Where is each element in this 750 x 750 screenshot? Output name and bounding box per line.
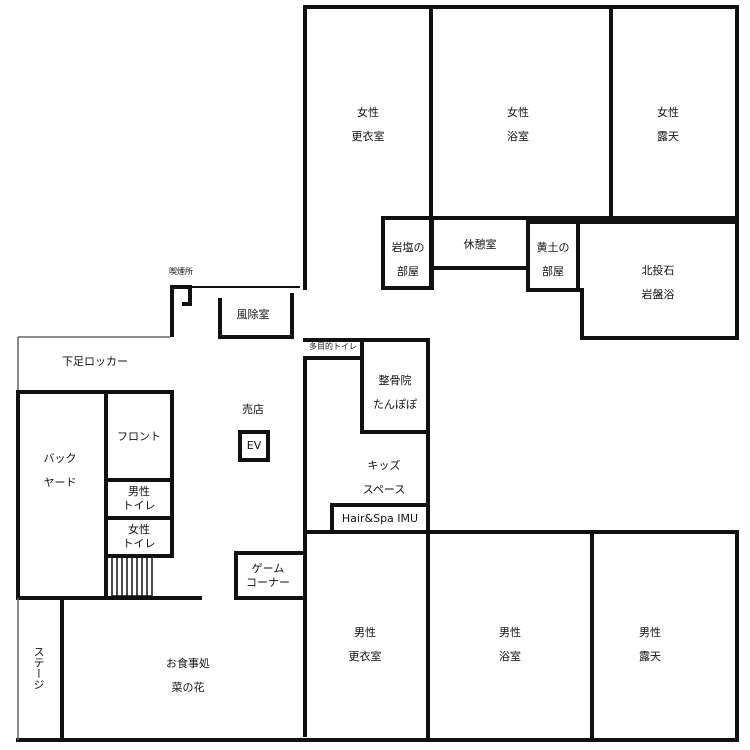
label-loess-room: 黄土の 部屋	[536, 241, 570, 278]
label-multipurpose-toilet: 多目的トイレ	[309, 342, 357, 351]
wall-stone-bath	[576, 220, 739, 340]
label-mens-outdoor: 男性 露天	[639, 626, 661, 663]
wall-mens-outer	[303, 530, 739, 742]
wall-elevator	[238, 430, 270, 462]
label-restaurant: お食事処 菜の花	[166, 657, 210, 694]
label-kids-space: キッズ スペース	[362, 459, 406, 496]
label-game-corner: ゲーム コーナー	[246, 562, 290, 589]
label-womens-outdoor: 女性 露天	[657, 106, 679, 143]
wall-multipurpose-toilet	[303, 338, 364, 360]
label-windbreak-room: 風除室	[236, 308, 270, 321]
stairs	[111, 555, 153, 597]
label-hair-spa: Hair&Spa IMU	[341, 512, 419, 525]
label-womens-bath: 女性 浴室	[507, 106, 529, 143]
wall-loess-room	[526, 220, 580, 292]
label-womens-changing: 女性 更衣室	[351, 106, 385, 143]
label-rest-room: 休憩室	[463, 238, 497, 251]
label-shop: 売店	[242, 403, 264, 416]
label-mens-bath: 男性 浴室	[499, 626, 521, 663]
label-mens-changing: 男性 更衣室	[348, 626, 382, 663]
label-shoe-lockers: 下足ロッカー	[62, 355, 128, 368]
label-front-desk: フロント	[117, 430, 161, 443]
label-stone-bath: 北投石 岩盤浴	[641, 264, 675, 301]
wall-game-corner	[234, 551, 307, 600]
wall-smoking-area	[170, 285, 192, 337]
label-backyard: バック ヤード	[43, 452, 77, 489]
label-rock-salt-room: 岩塩の 部屋	[391, 241, 425, 278]
wall-hair-spa	[330, 503, 430, 532]
label-osteopathy: 整骨院 たんぽぽ	[373, 374, 417, 411]
wall-windbreak	[218, 293, 294, 339]
label-womens-toilet: 女性 トイレ	[122, 523, 156, 550]
label-stage: ステージ	[32, 646, 45, 690]
label-smoking-area: 喫煙所	[169, 267, 193, 276]
label-elevator: EV	[246, 439, 262, 452]
label-mens-toilet: 男性 トイレ	[122, 485, 156, 512]
wall-backyard	[16, 390, 114, 600]
